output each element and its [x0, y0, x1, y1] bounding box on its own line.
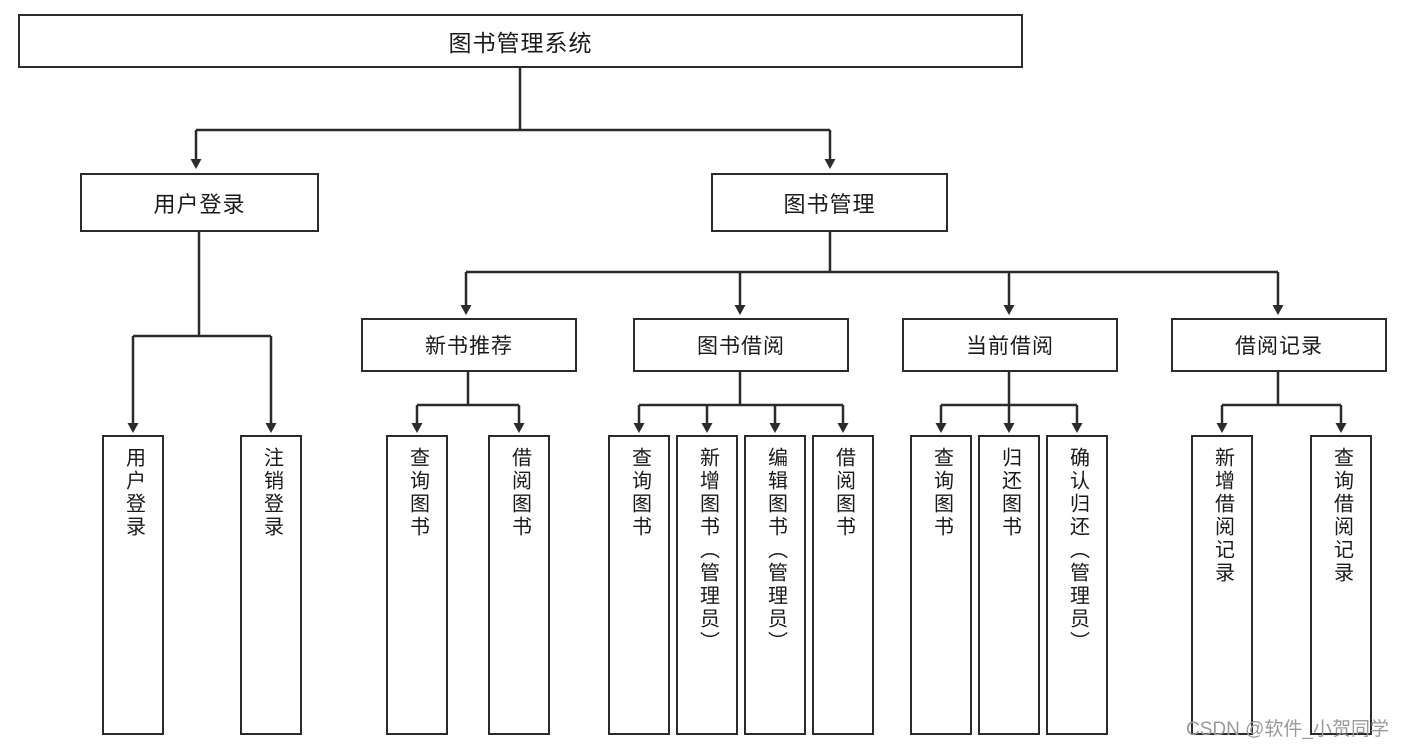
node-user-login-label: 用户登录 [153, 191, 246, 217]
leaf-label: 用户登录 [122, 447, 145, 539]
leaf-label: 注销登录 [260, 447, 283, 539]
leaf-label: 借阅图书 [832, 447, 855, 539]
leaf-label: 编辑图书（管理员） [764, 447, 787, 654]
leaf-label: 确认归还（管理员） [1066, 447, 1089, 654]
node-book-management[interactable]: 图书管理 [711, 173, 948, 232]
leaf-label: 查询图书 [930, 447, 953, 539]
leaf-label: 新增图书（管理员） [696, 447, 719, 654]
leaf-current-borrow-return[interactable]: 归还图书 [978, 435, 1040, 735]
leaf-label: 新增借阅记录 [1211, 447, 1234, 585]
node-new-book-recommend-label: 新书推荐 [425, 335, 513, 358]
node-book-borrow[interactable]: 图书借阅 [633, 318, 849, 372]
leaf-label: 借阅图书 [508, 447, 531, 539]
node-current-borrow-label: 当前借阅 [966, 335, 1054, 358]
node-book-borrow-label: 图书借阅 [697, 335, 785, 358]
leaf-label: 查询图书 [406, 447, 429, 539]
leaf-current-borrow-confirm-return[interactable]: 确认归还（管理员） [1046, 435, 1108, 735]
leaf-book-borrow-add[interactable]: 新增图书（管理员） [676, 435, 738, 735]
leaf-label: 查询借阅记录 [1330, 447, 1353, 585]
node-current-borrow[interactable]: 当前借阅 [902, 318, 1118, 372]
node-user-login[interactable]: 用户登录 [80, 173, 319, 232]
node-borrow-record[interactable]: 借阅记录 [1171, 318, 1387, 372]
leaf-book-borrow-borrow[interactable]: 借阅图书 [812, 435, 874, 735]
leaf-user-login-login[interactable]: 用户登录 [102, 435, 164, 735]
node-new-book-recommend[interactable]: 新书推荐 [361, 318, 577, 372]
leaf-current-borrow-query[interactable]: 查询图书 [910, 435, 972, 735]
leaf-book-borrow-query[interactable]: 查询图书 [608, 435, 670, 735]
leaf-borrow-record-query[interactable]: 查询借阅记录 [1310, 435, 1372, 735]
leaf-new-book-query[interactable]: 查询图书 [386, 435, 448, 735]
node-borrow-record-label: 借阅记录 [1235, 335, 1323, 358]
leaf-borrow-record-add[interactable]: 新增借阅记录 [1191, 435, 1253, 735]
node-root-label: 图书管理系统 [448, 30, 593, 56]
leaf-new-book-borrow[interactable]: 借阅图书 [488, 435, 550, 735]
leaf-book-borrow-edit[interactable]: 编辑图书（管理员） [744, 435, 806, 735]
leaf-user-login-logout[interactable]: 注销登录 [240, 435, 302, 735]
leaf-label: 归还图书 [998, 447, 1021, 539]
leaf-label: 查询图书 [628, 447, 651, 539]
node-root[interactable]: 图书管理系统 [18, 14, 1023, 68]
watermark-text: CSDN @软件_小贺同学 [1186, 719, 1389, 740]
node-book-management-label: 图书管理 [783, 191, 876, 217]
